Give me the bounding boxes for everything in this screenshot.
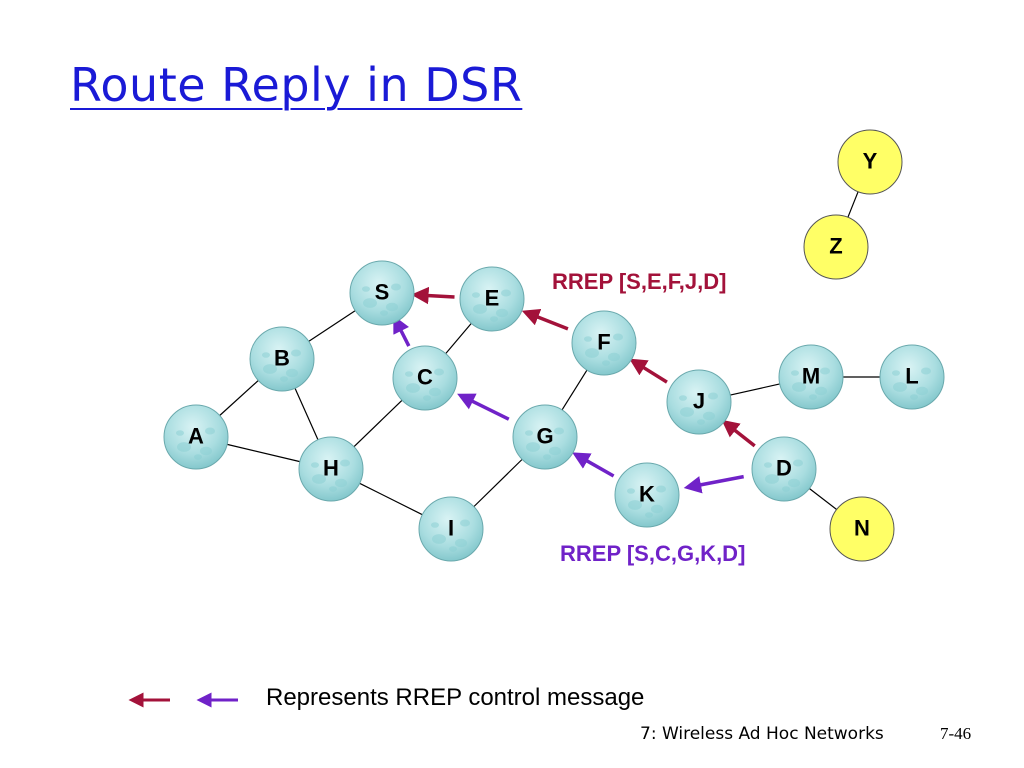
node-z: Z [803, 214, 869, 280]
node-label-s: S [375, 280, 390, 305]
arrows-layer [393, 286, 756, 494]
node-label-b: B [274, 346, 290, 371]
node-k: K [614, 462, 680, 528]
link-g-f [561, 369, 588, 411]
link-b-h [294, 387, 319, 441]
node-n: N [829, 496, 895, 562]
link-c-h [353, 399, 403, 448]
node-y: Y [837, 129, 903, 195]
rrep-arrow-d-to-k [683, 474, 744, 494]
link-a-h [226, 443, 301, 463]
node-label-e: E [485, 286, 500, 311]
node-m: M [778, 344, 844, 410]
node-label-y: Y [863, 149, 878, 174]
edges-layer [219, 191, 880, 516]
node-e: E [459, 266, 525, 332]
link-j-m [730, 383, 780, 396]
node-label-l: L [905, 364, 918, 389]
node-label-c: C [417, 365, 433, 390]
node-label-g: G [536, 424, 553, 449]
node-h: H [298, 436, 364, 502]
rrep-label-purple: RREP [S,C,G,K,D] [560, 541, 745, 566]
node-label-m: M [802, 364, 820, 389]
node-label-a: A [188, 424, 204, 449]
rrep-arrow-j-to-f [629, 358, 668, 384]
rrep-arrow-g-to-c [457, 393, 510, 421]
node-c: C [392, 345, 458, 411]
node-b: B [249, 326, 315, 392]
legend-text: Represents RREP control message [266, 684, 645, 711]
footer-course: 7: Wireless Ad Hoc Networks [640, 724, 884, 744]
node-label-f: F [597, 330, 610, 355]
link-d-n [808, 488, 838, 510]
node-a: A [163, 404, 229, 470]
link-y-z [847, 191, 859, 218]
rrep-label-red: RREP [S,E,F,J,D] [552, 269, 726, 294]
node-label-z: Z [829, 234, 842, 259]
rrep-arrow-f-to-e [521, 308, 569, 331]
node-label-j: J [693, 389, 705, 414]
node-l: L [879, 344, 945, 410]
link-b-a [219, 380, 259, 416]
node-j: J [666, 369, 732, 435]
node-label-n: N [854, 516, 870, 541]
node-label-i: I [448, 516, 454, 541]
link-e-c [445, 323, 472, 354]
node-label-d: D [776, 456, 792, 481]
node-d: D [751, 436, 817, 502]
nodes-layer: S E B C F A H G I J K M L D Y Z N [163, 129, 945, 562]
rrep-arrow-d-to-j [721, 419, 756, 448]
node-label-k: K [639, 482, 655, 507]
rrep-arrow-c-to-s [393, 315, 411, 347]
link-h-i [359, 482, 423, 516]
node-g: G [512, 404, 578, 470]
rrep-arrow-k-to-g [572, 452, 615, 478]
link-s-b [308, 310, 356, 342]
node-s: S [349, 260, 415, 326]
link-i-g [473, 458, 523, 508]
rrep-arrow-e-to-s [411, 286, 455, 305]
node-i: I [418, 496, 484, 562]
node-f: F [571, 310, 637, 376]
slide-title: Route Reply in DSR [70, 58, 523, 112]
footer-page-number: 7-46 [940, 724, 972, 743]
node-label-h: H [323, 456, 339, 481]
